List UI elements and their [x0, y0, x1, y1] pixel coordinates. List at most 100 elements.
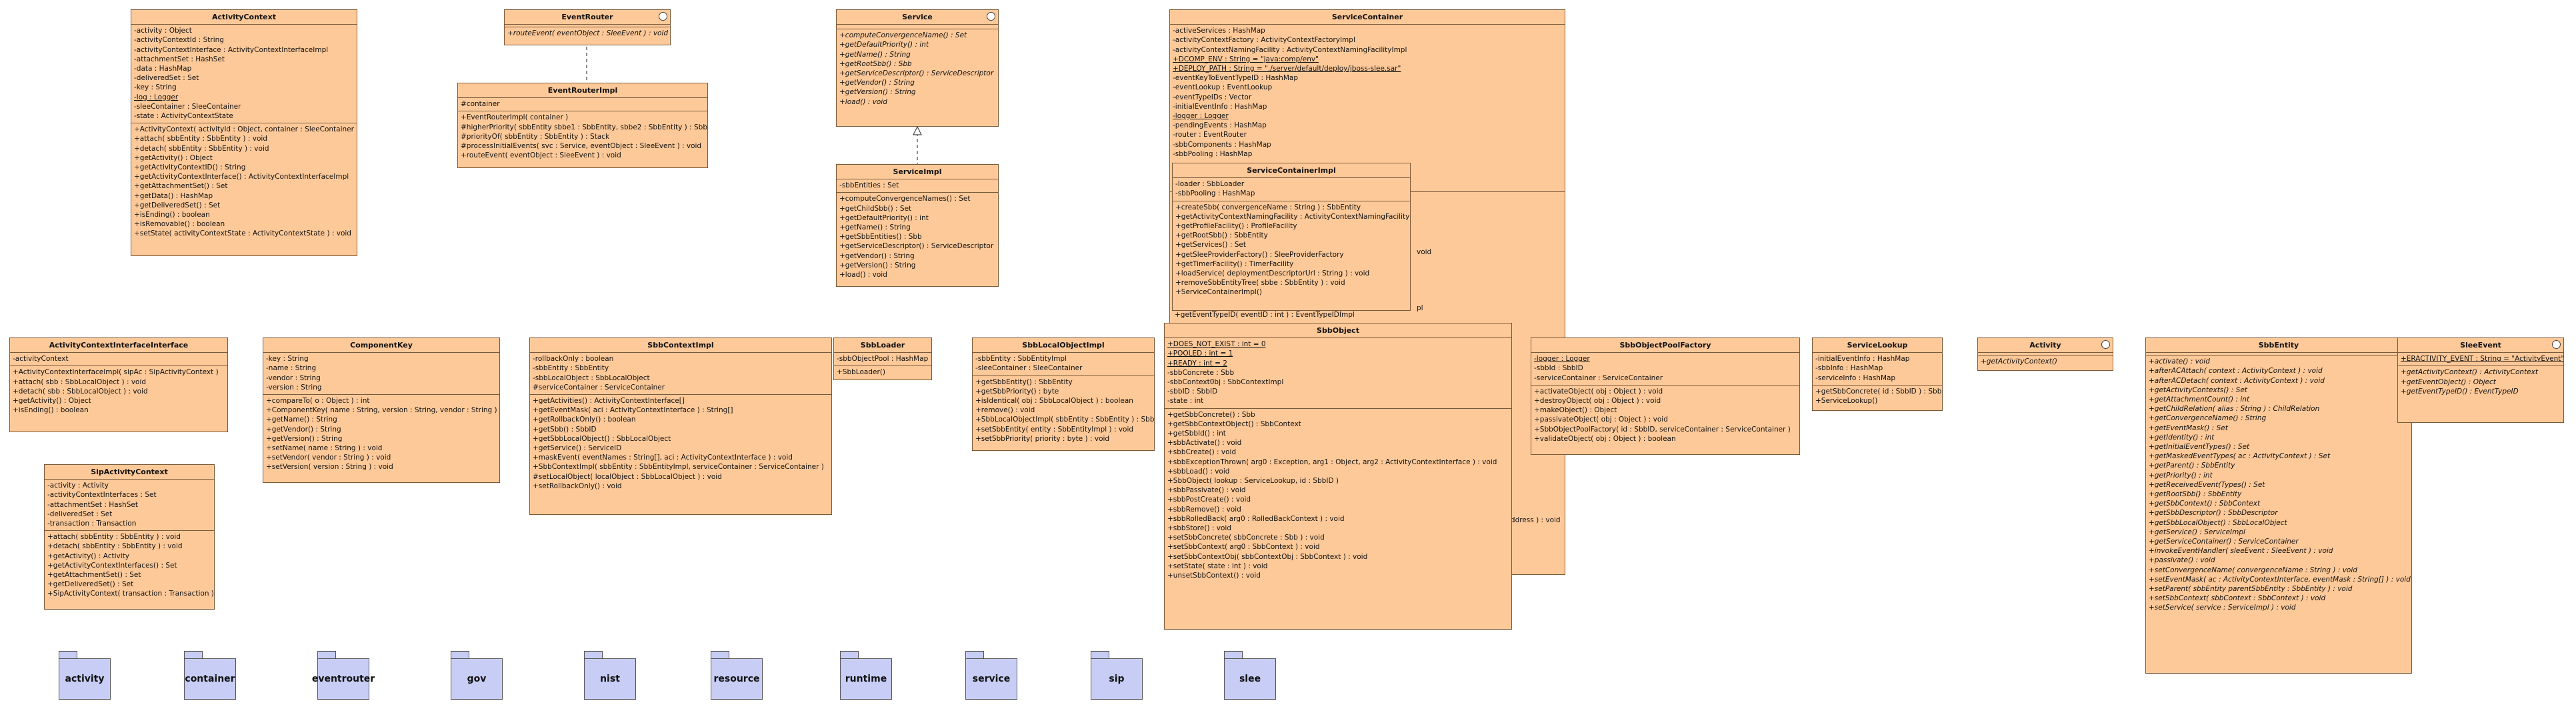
operation: +destroyObject( obj : Object ) : void — [1534, 397, 1661, 406]
operation: +getProfileFacility() : ProfileFacility — [1175, 222, 1297, 231]
package-nist[interactable]: nist — [584, 651, 636, 700]
attribute: -pendingEvents : HashMap — [1173, 121, 1267, 130]
attribute: -sbbLocalObject : SbbLocalObject — [533, 374, 650, 382]
attribute: -state : int — [1167, 397, 1204, 406]
operation: +sbbRolledBack( arg0 : RolledBackContext… — [1167, 514, 1345, 523]
attribute: -sbbContext0bj : SbbContextImpl — [1167, 378, 1284, 387]
operation: +loadService( deploymentDescriptorUrl : … — [1175, 269, 1370, 278]
class-sbbcontextimpl[interactable]: SbbContextImpl -rollbackOnly : boolean -… — [529, 337, 832, 515]
class-sbblocalobjectimpl[interactable]: SbbLocalObjectImpl -sbbEntity : SbbEntit… — [972, 337, 1155, 451]
attribute: -transaction : Transaction — [47, 520, 137, 528]
operation: +getSbbLocalObject() : SbbLocalObject — [2149, 518, 2287, 527]
package-label: gov — [451, 658, 503, 700]
package-label: eventrouter — [312, 658, 375, 700]
package-label: service — [965, 658, 1017, 700]
operation: +getActivity() : Object — [13, 397, 91, 406]
operation: +getServiceDescriptor() : ServiceDescrip… — [839, 242, 994, 251]
class-servicelookup[interactable]: ServiceLookup -initialEventInfo : HashMa… — [1812, 337, 1943, 411]
operation: +getSbbConcrete() : Sbb — [1167, 410, 1255, 419]
class-serviceimpl[interactable]: ServiceImpl -sbbEntities : Set +computeC… — [836, 164, 999, 287]
operation: +getRootSbb() : SbbEntity — [1175, 231, 1268, 240]
operation: +SbbObjectPoolFactory( id : SbbID, servi… — [1534, 425, 1791, 434]
package-gov[interactable]: gov — [451, 651, 503, 700]
attributes-section: -sbbEntity : SbbEntityImpl -sleeContaine… — [973, 353, 1154, 376]
class-sbbentity[interactable]: SbbEntity +activate() : void +afterACAtt… — [2145, 337, 2412, 674]
operation: +sbbStore() : void — [1167, 524, 1231, 533]
package-container[interactable]: container — [184, 651, 236, 700]
package-sip[interactable]: sip — [1091, 651, 1143, 700]
package-eventrouter[interactable]: eventrouter — [312, 651, 375, 700]
operations-section: +EventRouterImpl( container ) #higherPri… — [458, 111, 707, 162]
operation: +sbbExceptionThrown( arg0 : Exception, a… — [1167, 458, 1497, 466]
operation: +attach( sbb : SbbLocalObject ) : void — [13, 378, 147, 386]
attribute: +ERACTIVITY_EVENT : String = "ActivityEv… — [2401, 355, 2564, 364]
class-service[interactable]: Service +computeConvergenceName() : Set … — [836, 9, 999, 127]
operation: +attach( sbbEntity : SbbEntity ) : void — [134, 135, 267, 143]
operation: +getVersion() : String — [839, 261, 916, 269]
realization-arrowhead-service — [913, 125, 922, 135]
operation: +unsetSbbContext() : void — [1167, 572, 1261, 580]
class-activitycontextinterface[interactable]: ActivityContextInterfaceInterface -activ… — [9, 337, 228, 432]
package-service[interactable]: service — [965, 651, 1017, 700]
package-resource[interactable]: resource — [711, 651, 763, 700]
operations-section: +getActivities() : ActivityContextInterf… — [530, 395, 831, 493]
class-sipactivitycontext[interactable]: SipActivityContext -activity : Activity … — [44, 464, 215, 610]
class-title-text: Service — [902, 13, 933, 21]
attribute: -activity : Object — [134, 27, 192, 35]
attribute: #serviceContainer : ServiceContainer — [533, 383, 665, 392]
package-label: slee — [1224, 658, 1276, 700]
package-activity[interactable]: activity — [59, 651, 111, 700]
operation: +sbbLoad() : void — [1167, 467, 1230, 476]
operation: +getServices() : Set — [1175, 241, 1246, 249]
operation: +getSbb() : SbbID — [533, 425, 597, 434]
operation: +getActivity() : Object — [134, 153, 213, 162]
attributes-section: +ERACTIVITY_EVENT : String = "ActivityEv… — [2398, 353, 2564, 367]
operation: +getSbbId() : int — [1167, 430, 1226, 438]
package-runtime[interactable]: runtime — [840, 651, 892, 700]
class-servicecontainerimpl[interactable]: ServiceContainerImpl -loader : SbbLoader… — [1172, 163, 1411, 311]
operation: +getSbbContext() : SbbContext — [2149, 500, 2261, 508]
operation: +activate() : void — [2149, 358, 2210, 366]
class-eventrouterimpl[interactable]: EventRouterImpl #container +EventRouterI… — [457, 83, 708, 168]
attribute: -sbbObjectPool : HashMap — [837, 355, 929, 364]
operation: +getServiceDescriptor() : ServiceDescrip… — [839, 69, 994, 78]
class-title: EventRouter — [505, 10, 670, 25]
attribute: -eventKeyToEventTypeID : HashMap — [1173, 74, 1298, 83]
operation: +getRollbackOnly() : boolean — [533, 416, 636, 424]
attributes-section: -loader : SbbLoader -sbbPooling : HashMa… — [1173, 178, 1410, 201]
attribute: -deliveredSet : Set — [134, 74, 199, 83]
operations-section: +getSbbConcrete() : Sbb +getSbbContextOb… — [1165, 409, 1511, 583]
operations-section: +SbbLoader() — [834, 366, 931, 379]
attribute: -activeServices : HashMap — [1173, 27, 1265, 35]
class-sbbobjectpoolfactory[interactable]: SbbObjectPoolFactory -logger : Logger -s… — [1531, 337, 1800, 455]
operation: +setVendor( vendor : String ) : void — [266, 454, 391, 462]
class-activity[interactable]: Activity +getActivityContext() — [1977, 337, 2113, 371]
attribute: -data : HashMap — [134, 65, 192, 73]
attributes-section: -rollbackOnly : boolean -sbbEntity : Sbb… — [530, 353, 831, 396]
operation: +setConvergenceName( convergenceName : S… — [2149, 566, 2357, 574]
operation: +setSbbContextObj( sbbContextObj : SbbCo… — [1167, 552, 1368, 561]
operation: +EventRouterImpl( container ) — [461, 113, 569, 122]
operation: +detach( sbbEntity : SbbEntity ) : void — [134, 144, 269, 153]
attribute: -serviceContainer : ServiceContainer — [1534, 374, 1663, 382]
class-eventrouter[interactable]: EventRouter +routeEvent( eventObject : S… — [504, 9, 671, 45]
operation: +passivateObject( obj : Object ) : void — [1534, 416, 1668, 424]
attributes-section: -activity : Object -activityContextId : … — [131, 25, 357, 124]
operation: +getRootSbb() : Sbb — [839, 59, 912, 68]
operation: #higherPriority( sbbEntity sbbe1 : SbbEn… — [461, 123, 708, 131]
class-componentkey[interactable]: ComponentKey -key : String -name : Strin… — [263, 337, 500, 483]
operation: +SipActivityContext( transaction : Trans… — [47, 590, 214, 598]
class-sleeevent[interactable]: SleeEvent +ERACTIVITY_EVENT : String = "… — [2397, 337, 2564, 423]
operation: +getActivityContextID() : String — [134, 163, 246, 172]
operation: +setRollbackOnly() : void — [533, 482, 622, 490]
class-title: SbbEntity — [2146, 338, 2411, 353]
class-title: ComponentKey — [263, 338, 499, 353]
package-slee[interactable]: slee — [1224, 651, 1276, 700]
operation: +getConvergenceName() : String — [2149, 414, 2267, 423]
operation: +createSbb( convergenceName : String ) :… — [1175, 203, 1361, 211]
class-sbbobject[interactable]: SbbObject +DOES_NOT_EXIST : int = 0 +POO… — [1164, 323, 1512, 630]
operation: +getServiceContainer() : ServiceContaine… — [2149, 538, 2299, 546]
operation: +SbbLoader() — [837, 368, 885, 377]
class-sbbloader[interactable]: SbbLoader -sbbObjectPool : HashMap +SbbL… — [833, 337, 932, 380]
class-activitycontext[interactable]: ActivityContext -activity : Object -acti… — [131, 9, 357, 256]
